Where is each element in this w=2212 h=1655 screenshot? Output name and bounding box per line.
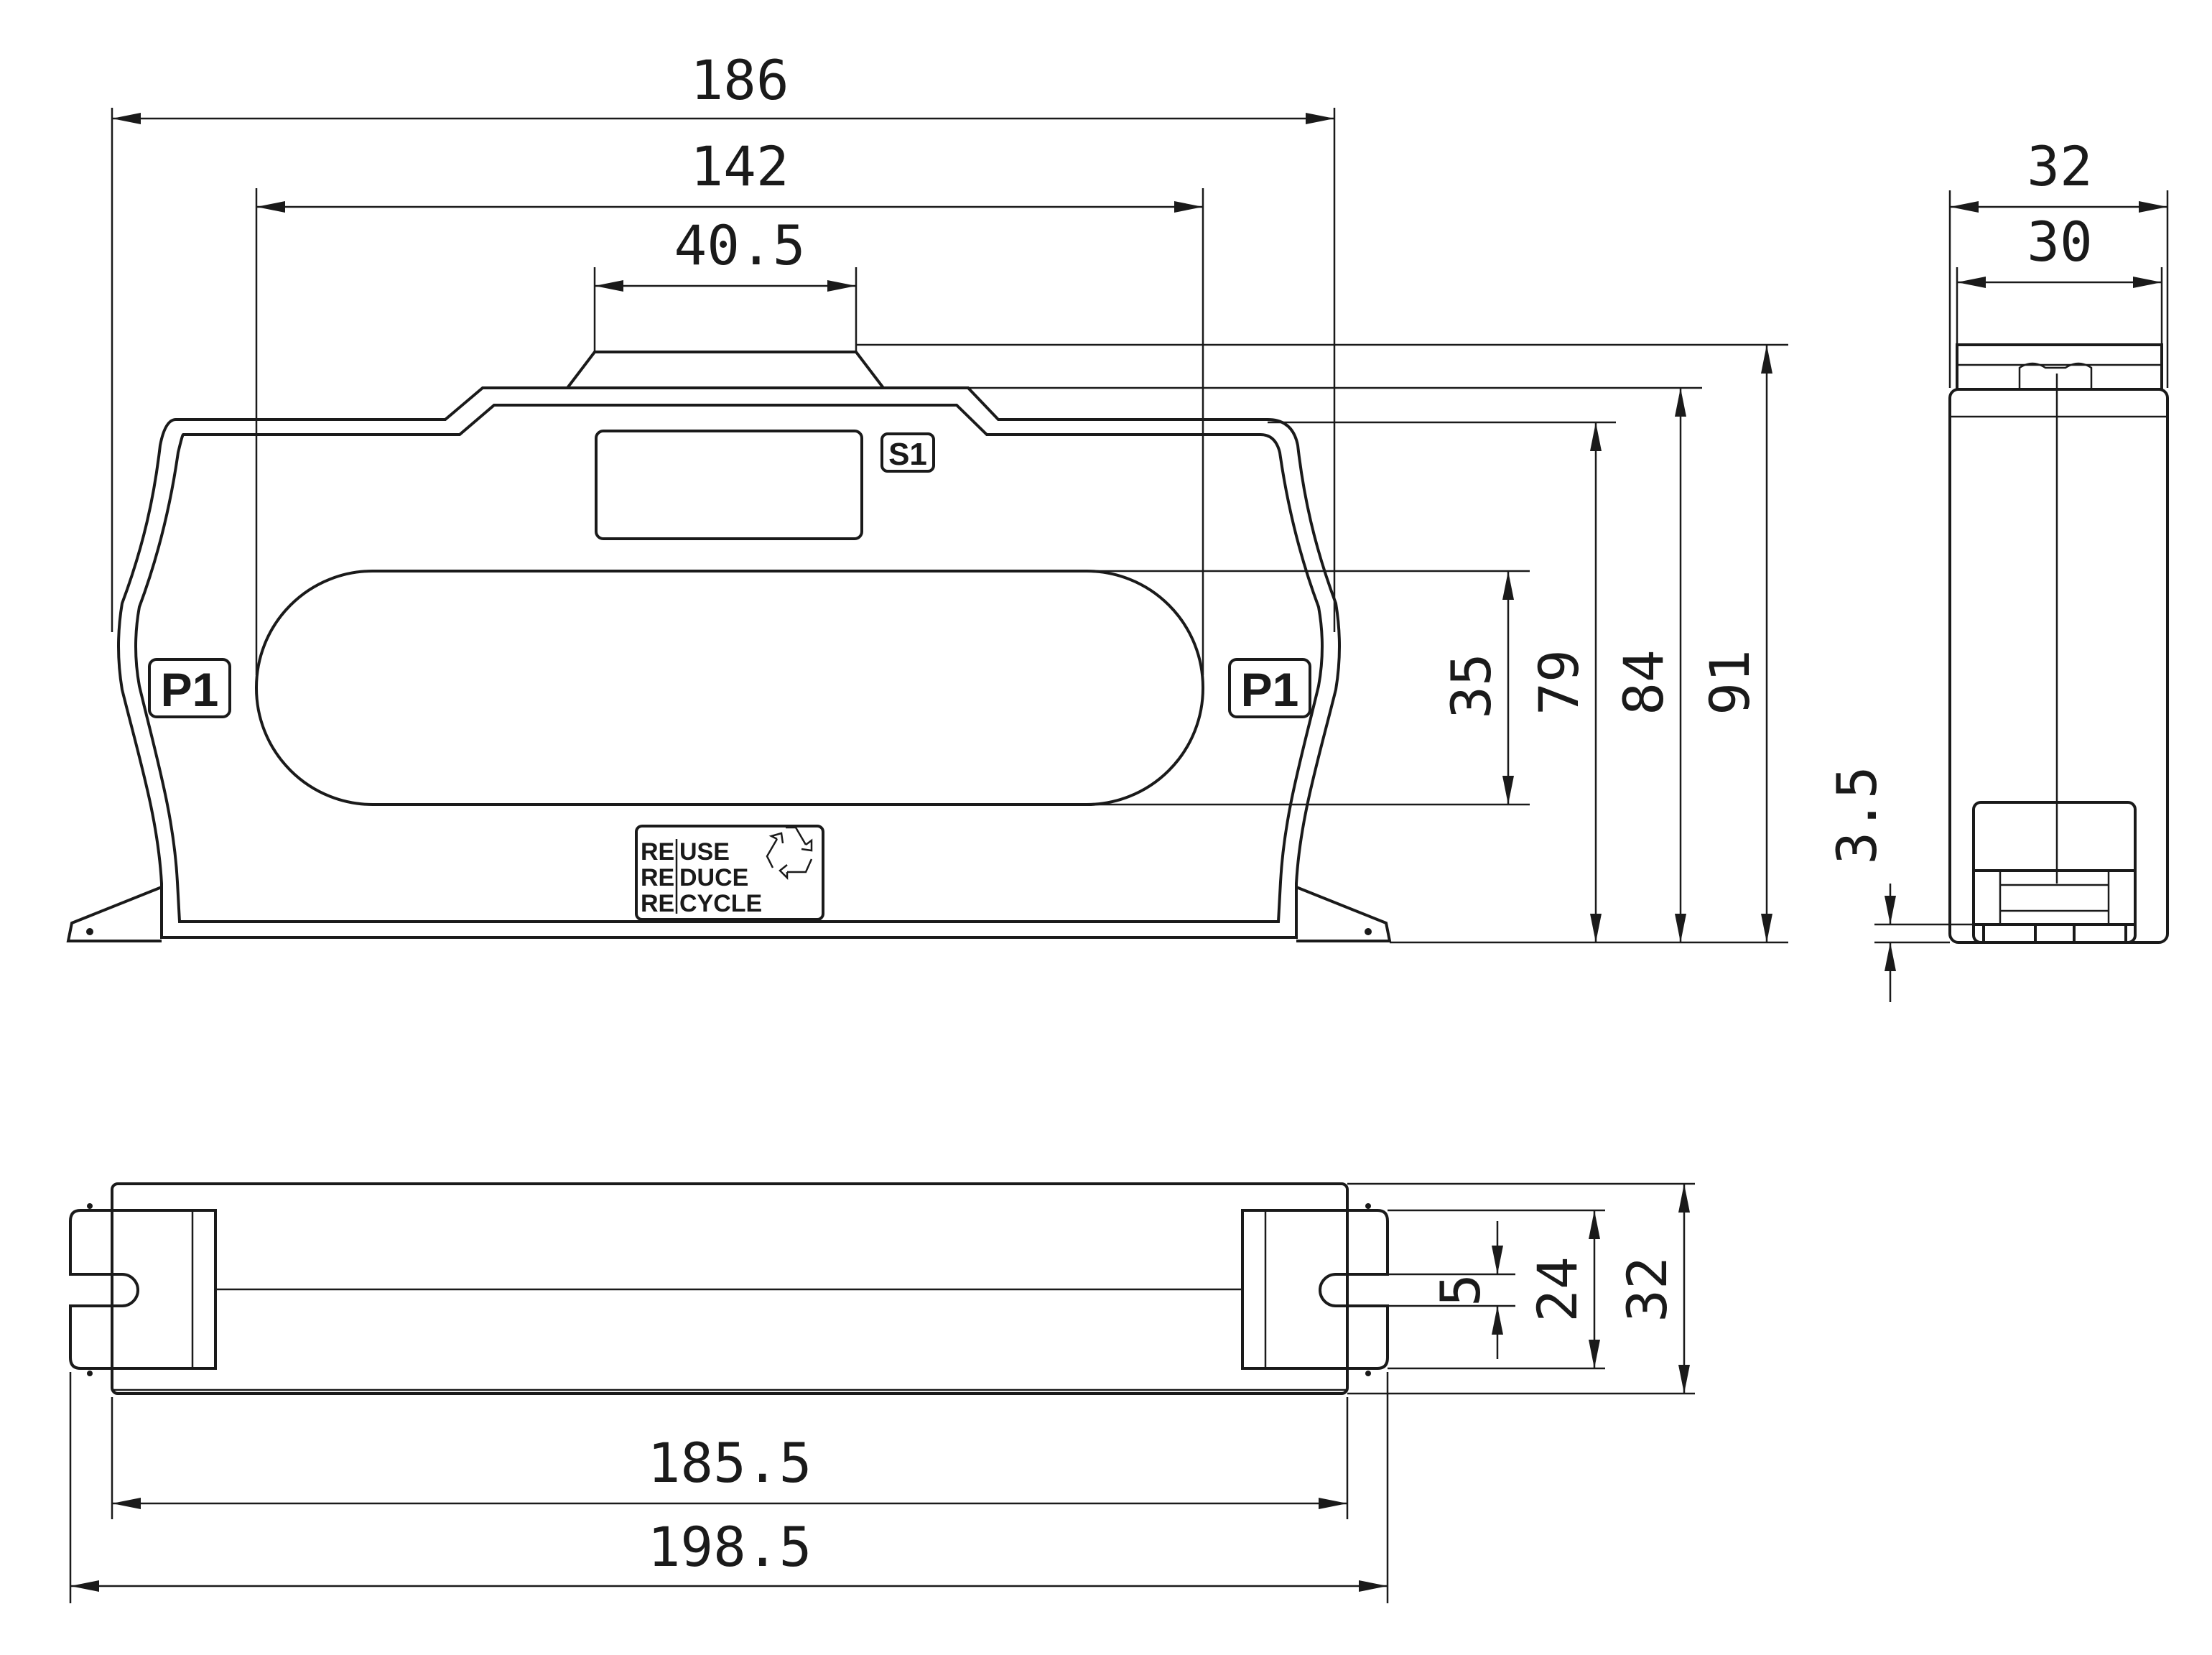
dim-overall-width: 186 — [112, 48, 1334, 124]
s1-label: S1 — [888, 437, 927, 472]
dim-body-height-label: 79 — [1527, 649, 1591, 715]
front-label-window — [595, 430, 863, 540]
bottom-view — [69, 1182, 1389, 1395]
dim-bottom-body-length-label: 185.5 — [648, 1431, 812, 1495]
front-left-foot-hole — [86, 928, 93, 935]
side-foot-pad-right — [2073, 923, 2127, 944]
dim-bottom-body-length: 185.5 — [112, 1431, 1347, 1509]
recycle-logo-use: USE — [679, 838, 730, 866]
dim-overall-width-label: 186 — [690, 48, 789, 112]
front-right-foot — [1296, 886, 1392, 942]
front-top-boss — [566, 351, 885, 389]
recycle-logo-cycle: CYCLE — [679, 890, 762, 917]
p1-right-label: P1 — [1241, 663, 1299, 716]
dim-bottom-overall-length: 198.5 — [70, 1515, 1388, 1592]
dim-bottom-overall-depth: 32 — [1615, 1184, 1690, 1394]
dim-top-boss-width-label: 40.5 — [674, 213, 805, 277]
recycle-logo: RE USE RE DUCE RE CYCLE — [635, 825, 824, 921]
dim-side-body-depth: 30 — [1957, 210, 2162, 288]
side-foot-terminal — [1972, 869, 2137, 926]
front-view: P1 P1 S1 RE USE RE DUCE RE CYCLE — [66, 351, 1392, 942]
dim-window-height: 35 — [1439, 571, 1514, 805]
recycle-logo-re-1: RE — [641, 838, 674, 866]
p1-left-badge — [148, 658, 231, 718]
recycle-logo-re-3: RE — [641, 890, 674, 917]
dim-top-boss-width: 40.5 — [595, 213, 856, 292]
front-outer-outline — [117, 386, 1341, 939]
front-inner-outline — [134, 404, 1324, 923]
dim-shoulder-height: 84 — [1612, 388, 1686, 942]
recycle-logo-duce: DUCE — [679, 864, 748, 891]
dim-window-width-label: 142 — [690, 134, 789, 198]
front-left-foot — [66, 886, 162, 942]
dim-side-overall-depth: 32 — [1950, 134, 2167, 213]
recycle-symbol-icon — [766, 826, 813, 881]
side-view — [1948, 343, 2169, 944]
dim-overall-height-label: 91 — [1698, 649, 1762, 715]
front-right-foot-hole — [1365, 928, 1372, 935]
side-top-clip — [2018, 362, 2093, 389]
dim-bottom-overall-length-label: 198.5 — [648, 1515, 812, 1579]
dim-window-width: 142 — [256, 134, 1203, 213]
dim-shoulder-height-label: 84 — [1612, 649, 1676, 715]
dim-side-overall-depth-label: 32 — [2027, 134, 2093, 198]
dim-side-body-depth-label: 30 — [2027, 210, 2093, 274]
recycle-logo-frame — [635, 825, 824, 921]
bottom-body — [111, 1182, 1349, 1395]
side-foot-housing — [1972, 801, 2137, 944]
recycle-logo-re-2: RE — [641, 864, 674, 891]
dim-bottom-slot-width: 5 — [1428, 1221, 1503, 1359]
dim-side-foot-height-label: 3.5 — [1825, 766, 1889, 864]
dim-window-height-label: 35 — [1439, 653, 1503, 719]
p1-left-label: P1 — [161, 663, 219, 716]
bottom-left-terminal — [69, 1209, 217, 1370]
side-extension-lines — [1874, 190, 2169, 944]
front-primary-aperture — [255, 570, 1204, 806]
s1-badge — [880, 432, 935, 473]
dim-side-foot-height: 3.5 — [1825, 766, 1896, 1002]
bottom-right-terminal — [1241, 1209, 1389, 1370]
bottom-extension-lines — [69, 1182, 1695, 1603]
dim-bottom-overall-depth-label: 32 — [1615, 1256, 1679, 1322]
dim-bottom-slot-width-label: 5 — [1428, 1274, 1492, 1307]
side-foot-pad-left — [1982, 923, 2037, 944]
dim-overall-height: 91 — [1698, 345, 1772, 942]
p1-right-badge — [1228, 658, 1311, 718]
dim-body-height: 79 — [1527, 422, 1602, 942]
dim-bottom-foot-width-label: 24 — [1525, 1256, 1589, 1322]
dim-bottom-foot-width: 24 — [1525, 1210, 1600, 1368]
front-extension-lines — [111, 108, 1788, 944]
